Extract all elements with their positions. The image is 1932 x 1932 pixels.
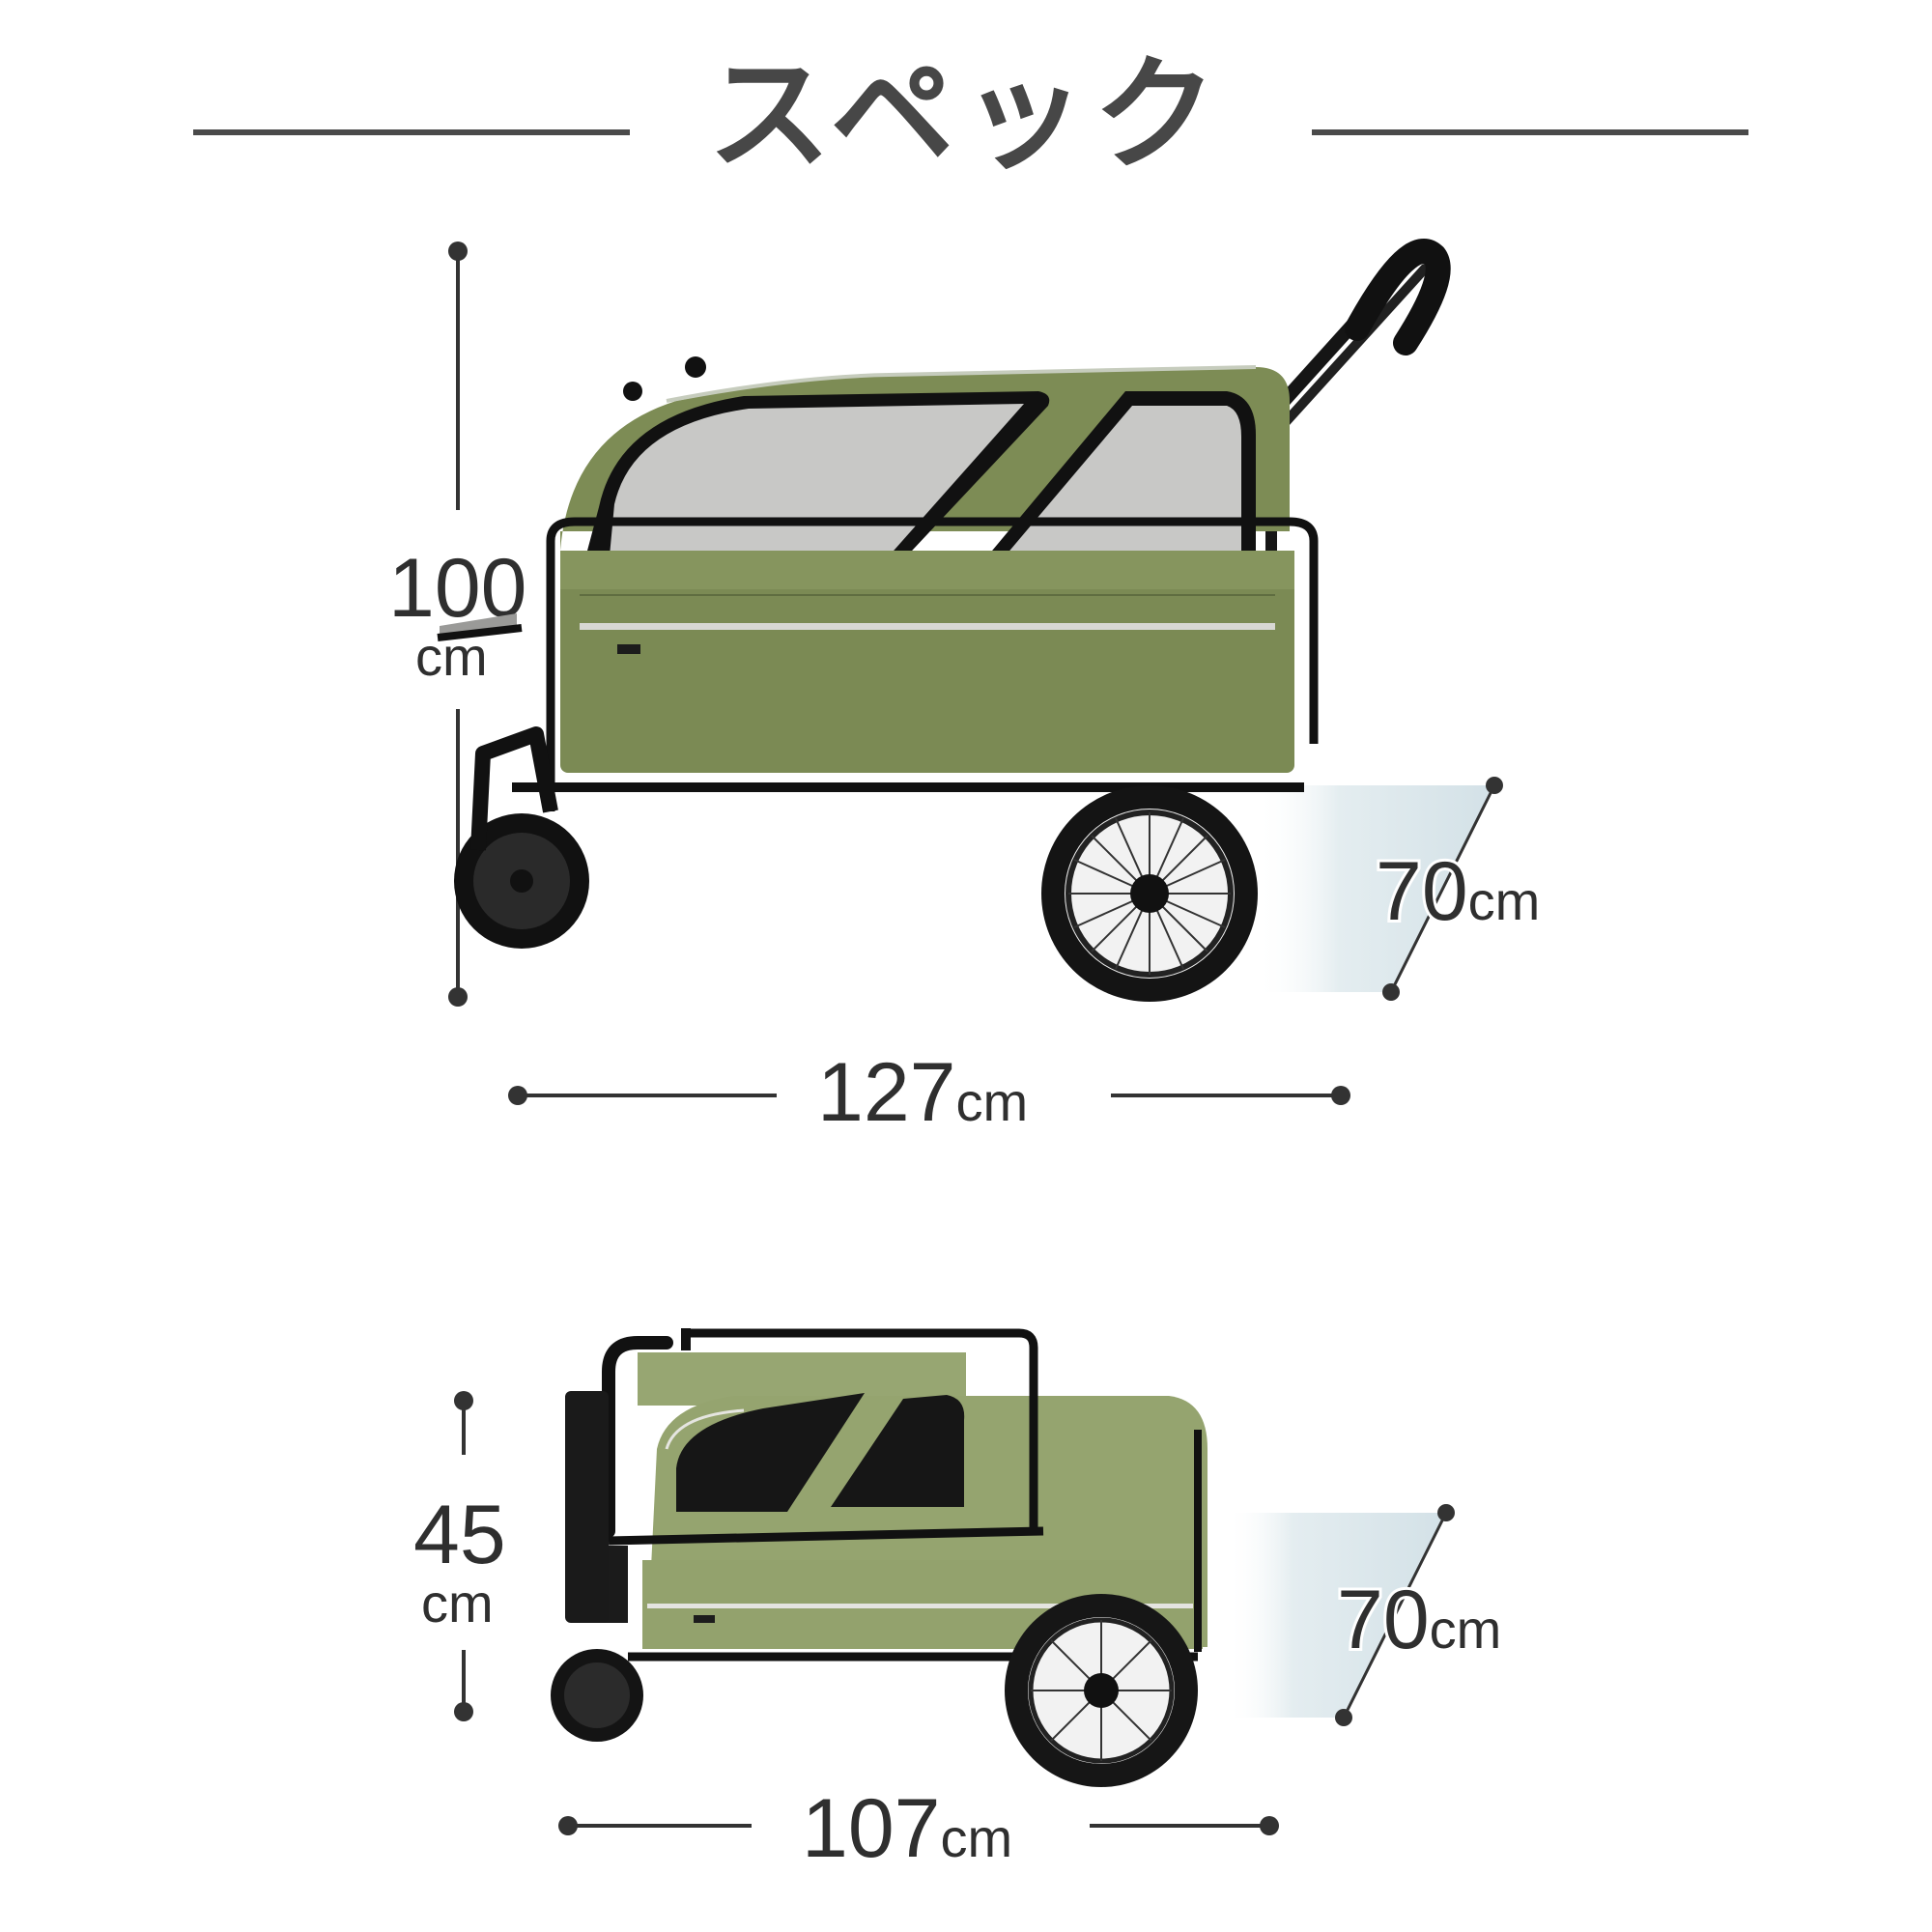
- dimension-endpoint-right: [1331, 1086, 1350, 1105]
- folded-length-label: 107cm: [802, 1787, 1012, 1870]
- brand-tag: [694, 1615, 715, 1623]
- folded-width-unit: cm: [1429, 1599, 1502, 1660]
- dimension-line: [518, 1094, 777, 1097]
- dimension-line: [1090, 1824, 1269, 1828]
- dimension-endpoint-bottom: [454, 1702, 473, 1721]
- title-rule-right: [1312, 129, 1748, 135]
- folded-height-value: 45: [413, 1489, 506, 1581]
- dimension-line: [456, 709, 460, 995]
- open-width-value: 70: [1373, 845, 1471, 938]
- title-rule-left: [193, 129, 630, 135]
- open-width-unit: cm: [1467, 870, 1541, 931]
- folded-width-label: 70cm: [1334, 1576, 1502, 1664]
- open-length-unit: cm: [955, 1071, 1029, 1132]
- folded-width-value: 70: [1334, 1574, 1433, 1666]
- dimension-endpoint-bottom: [448, 987, 468, 1007]
- folded-height-unit: cm: [421, 1573, 494, 1634]
- dimension-line: [462, 1650, 466, 1710]
- open-width-label: 70cm: [1373, 847, 1541, 936]
- page-title: スペック: [707, 43, 1225, 187]
- depth-panel: [1227, 1504, 1455, 1726]
- folded-stroller-image: [551, 1328, 1208, 1787]
- depth-panel: [1256, 777, 1503, 1001]
- brand-tag: [617, 644, 640, 654]
- dimension-endpoint-right: [1260, 1816, 1279, 1835]
- open-length-value: 127: [817, 1046, 956, 1139]
- dimension-line: [568, 1824, 752, 1828]
- dimension-line: [462, 1401, 466, 1455]
- open-stroller-image: [437, 239, 1451, 1002]
- folded-length-value: 107: [802, 1782, 941, 1875]
- dimension-line: [1111, 1094, 1341, 1097]
- open-length-label: 127cm: [817, 1051, 1028, 1134]
- dimension-line: [456, 251, 460, 510]
- folded-length-unit: cm: [940, 1807, 1013, 1868]
